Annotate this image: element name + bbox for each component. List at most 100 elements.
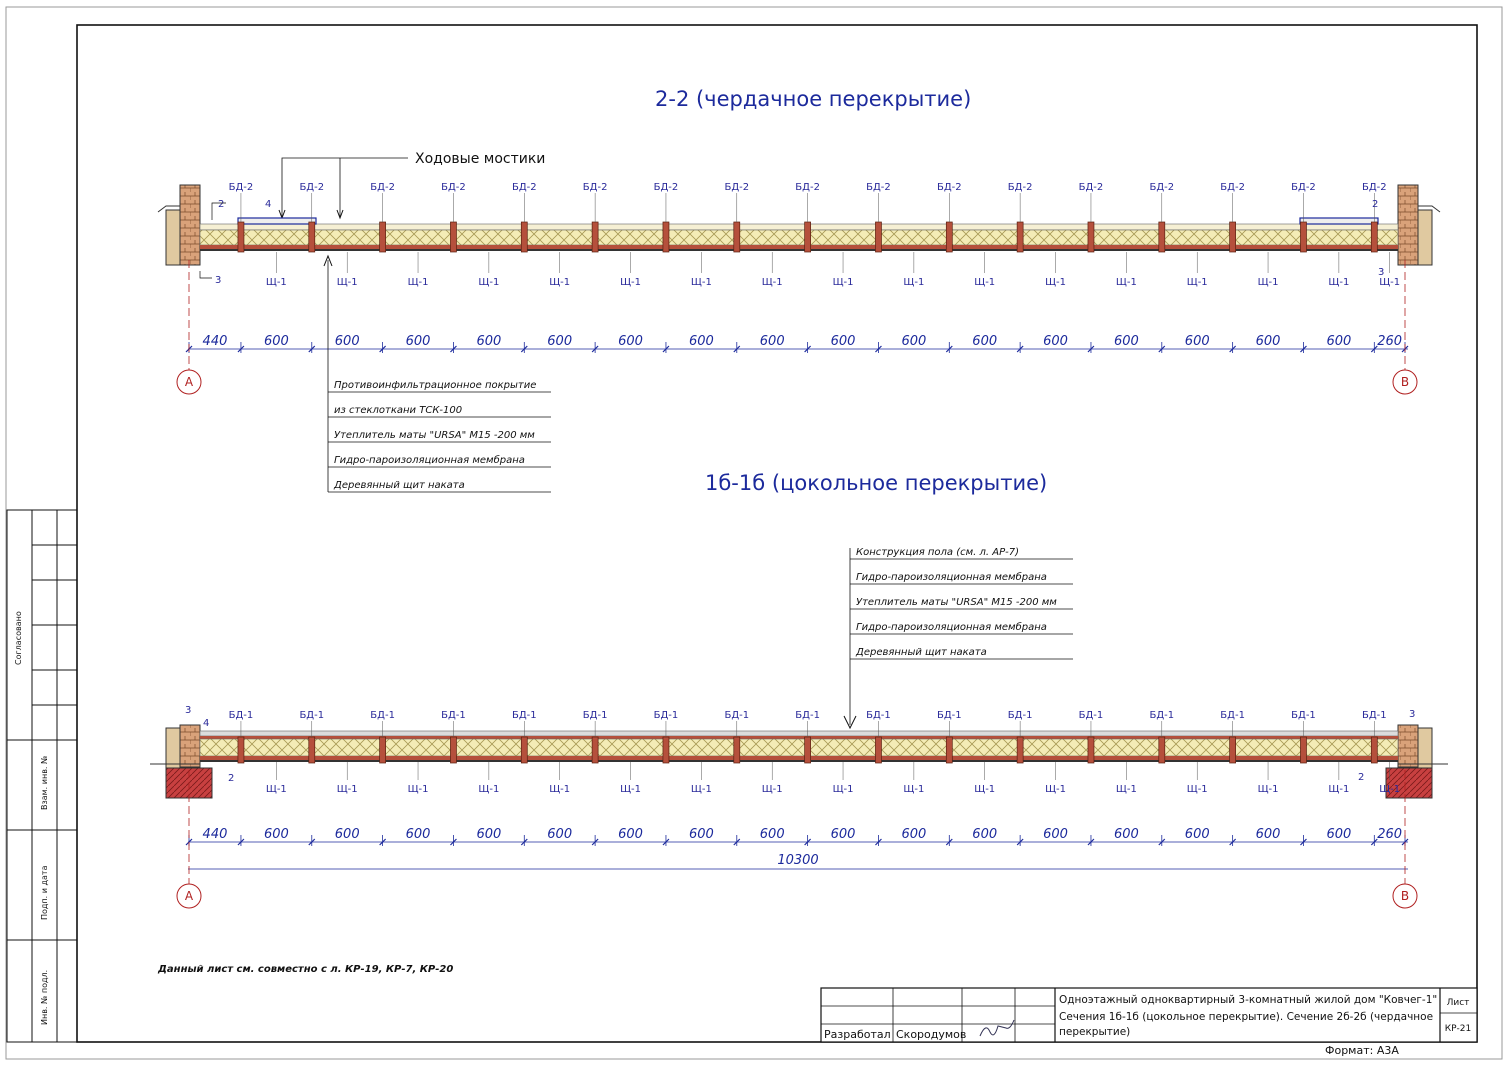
top-dim-label: 600: [406, 334, 431, 349]
bot-beam: [520, 736, 528, 764]
bot-dim-label: 600: [1185, 827, 1210, 842]
top-dim-slash: [804, 345, 812, 353]
top-beam-label: БД-2: [937, 182, 962, 193]
bottom-legend-line-4: Гидро-пароизоляционная мембрана: [856, 621, 1047, 633]
bot-dim-slash: [520, 838, 528, 846]
bot-beam: [591, 736, 599, 764]
bot-dim-label: 600: [901, 827, 926, 842]
top-dim-label: 600: [1256, 334, 1281, 349]
bot-beam-label: БД-1: [654, 710, 679, 721]
top-panel-label: Щ-1: [903, 277, 924, 288]
bot-beam-label: БД-1: [724, 710, 749, 721]
bottom-axis-a-bubble: [176, 883, 202, 909]
top-dim-slash: [1087, 345, 1095, 353]
top-dim-label: 260: [1377, 334, 1402, 349]
top-legend-line-5: Деревянный щит наката: [333, 480, 465, 491]
bottom-axis-b-label: В: [1401, 889, 1409, 903]
title-block: Разработал Скородумов Одноэтажный однoкв…: [820, 987, 1478, 1043]
bot-dim-slash: [1087, 838, 1095, 846]
top-dim-slash: [1229, 345, 1237, 353]
section-bottom-legend: Конструкция пола (см. л. АР-7) Гидро-пар…: [843, 547, 1073, 730]
bot-beam-label: БД-1: [583, 710, 608, 721]
top-dim-label: 600: [1326, 334, 1351, 349]
bot-beam: [875, 736, 882, 764]
top-panel-label: Щ-1: [833, 277, 854, 288]
bot-dim-label: 600: [406, 827, 431, 842]
bot-beam: [733, 736, 741, 764]
bot-beam-label: БД-1: [795, 710, 820, 721]
bot-beam-label: БД-1: [229, 710, 254, 721]
top-beam-label: БД-2: [1362, 182, 1387, 193]
top-beam-label: БД-2: [441, 182, 466, 193]
top-num-4: 4: [265, 199, 271, 210]
top-beam-label: БД-2: [1079, 182, 1104, 193]
bot-panel-label: Щ-1: [1045, 784, 1066, 795]
bottom-axis-b-bubble: [1392, 883, 1418, 909]
bot-beam: [945, 736, 953, 764]
top-dim-slash: [1300, 345, 1307, 353]
top-dim-slash: [1158, 345, 1166, 353]
top-panel-label: Щ-1: [1258, 277, 1279, 288]
bottom-num-4-left: 4: [203, 718, 209, 729]
bot-beam: [1087, 736, 1095, 764]
bot-dim-slash: [733, 838, 741, 846]
section-bottom-dimension-line: [185, 835, 1409, 870]
top-dim-label: 600: [1114, 334, 1139, 349]
top-num-2-right: 2: [1372, 199, 1378, 210]
bot-beam: [379, 736, 386, 764]
top-dim-label: 600: [547, 334, 572, 349]
top-beam-label: БД-2: [583, 182, 608, 193]
bot-panel-label: Щ-1: [549, 784, 570, 795]
top-panel-label: Щ-1: [266, 277, 287, 288]
top-beam-label: БД-2: [1149, 182, 1174, 193]
bottom-legend-line-2: Гидро-пароизоляционная мембрана: [856, 571, 1047, 583]
top-dim-label: 600: [335, 334, 360, 349]
bottom-legend-line-3: Утеплитель маты "URSA" М15 -200 мм: [856, 597, 1057, 608]
top-dim-slash: [450, 345, 457, 353]
bot-beam-label: БД-1: [512, 710, 537, 721]
top-beam: [804, 221, 811, 253]
top-panel-label: Щ-1: [337, 277, 358, 288]
top-panel-label: Щ-1: [1187, 277, 1208, 288]
bot-dim-label: 600: [1256, 827, 1281, 842]
bottom-num-3-right: 3: [1409, 709, 1415, 720]
top-num-3-right: 3: [1378, 267, 1384, 278]
bot-dim-label: 260: [1377, 827, 1402, 842]
top-axis-a-bubble: [176, 369, 202, 395]
bot-panel-label: Щ-1: [408, 784, 429, 795]
top-dim-slash: [520, 345, 528, 353]
bot-beam-label: БД-1: [937, 710, 962, 721]
top-dim-slash: [662, 345, 670, 353]
bot-panel-label: Щ-1: [1187, 784, 1208, 795]
section-bottom-slab: [199, 730, 1399, 762]
sheet-note: Данный лист см. совместно с л. КР-19, КР…: [157, 964, 453, 975]
sheet-frame: [76, 24, 1478, 1043]
top-dim-label: 600: [760, 334, 785, 349]
top-panel-label: Щ-1: [478, 277, 499, 288]
top-dim-label: 600: [618, 334, 643, 349]
bot-panel-label: Щ-1: [1328, 784, 1349, 795]
bot-beam-label: БД-1: [441, 710, 466, 721]
bot-dim-label: 600: [1043, 827, 1068, 842]
bottom-total-dimension: 10300: [777, 853, 818, 868]
bot-dim-label: 600: [618, 827, 643, 842]
top-beam-label: БД-2: [370, 182, 395, 193]
top-dim-label: 600: [831, 334, 856, 349]
signature-mark: [979, 1019, 1015, 1037]
title-block-description-1: Одноэтажный однoквартирный 3-комнатный ж…: [1059, 994, 1437, 1006]
section-bottom-right-wall: [1385, 724, 1448, 799]
section-top-title: 2-2 (чердачное перекрытие): [655, 87, 971, 111]
top-dim-slash: [1370, 345, 1378, 353]
top-dim-label: 600: [901, 334, 926, 349]
top-axis-b-label: В: [1401, 375, 1409, 389]
bot-dim-slash: [450, 838, 457, 846]
bot-beam: [237, 736, 245, 764]
bot-panel-label: Щ-1: [1116, 784, 1137, 795]
bot-beam-label: БД-1: [370, 710, 395, 721]
side-sign-date-label: Подп. и дата: [40, 865, 49, 920]
top-beam: [945, 221, 953, 253]
top-beam: [733, 221, 741, 253]
bot-beam-label: БД-1: [1149, 710, 1174, 721]
